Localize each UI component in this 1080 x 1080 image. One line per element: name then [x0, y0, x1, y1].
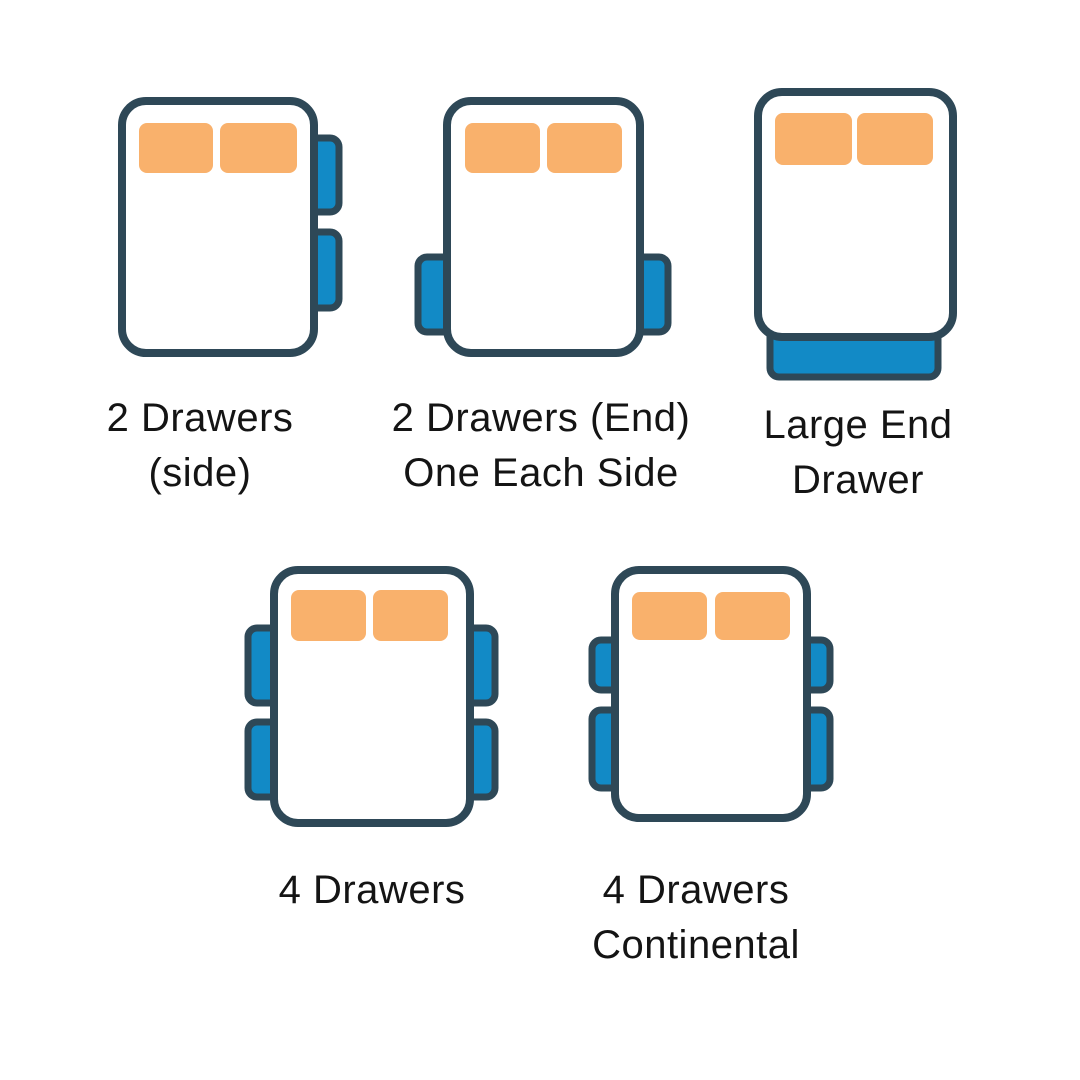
label-4-drawers-continental: 4 Drawers Continental	[592, 863, 800, 973]
label-line: Large End	[763, 403, 953, 447]
label-line: 4 Drawers	[602, 868, 790, 912]
pillow-icon	[373, 590, 448, 641]
pillow-icon	[857, 113, 933, 165]
label-2-drawers-side: 2 Drawers (side)	[107, 391, 294, 501]
pillow-icon	[775, 113, 852, 165]
label-line: 2 Drawers (End)	[391, 396, 691, 440]
bed-figure-large-end-drawer	[754, 88, 957, 381]
pillow-icon	[632, 592, 707, 640]
pillow-icon	[547, 123, 622, 173]
label-line: 2 Drawers	[106, 396, 294, 440]
pillow-icon	[465, 123, 540, 173]
label-large-end-drawer: Large End Drawer	[763, 398, 952, 508]
pillow-icon	[139, 123, 213, 173]
label-line: One Each Side	[403, 451, 679, 495]
bed-figure-4-drawers-continental	[588, 566, 834, 822]
label-line: (side)	[148, 451, 252, 495]
label-line: Continental	[592, 923, 800, 967]
pillow-icon	[715, 592, 790, 640]
bed-figure-2-drawers-end-one-each-side	[414, 97, 672, 357]
pillow-icon	[220, 123, 297, 173]
label-4-drawers: 4 Drawers	[279, 863, 466, 918]
label-line: Drawer	[792, 458, 924, 502]
bed-figure-4-drawers	[244, 566, 499, 827]
label-line: 4 Drawers	[278, 868, 466, 912]
pillow-icon	[291, 590, 366, 641]
bed-figure-2-drawers-side	[118, 97, 343, 357]
label-2-drawers-end-one-each-side: 2 Drawers (End) One Each Side	[392, 391, 691, 501]
